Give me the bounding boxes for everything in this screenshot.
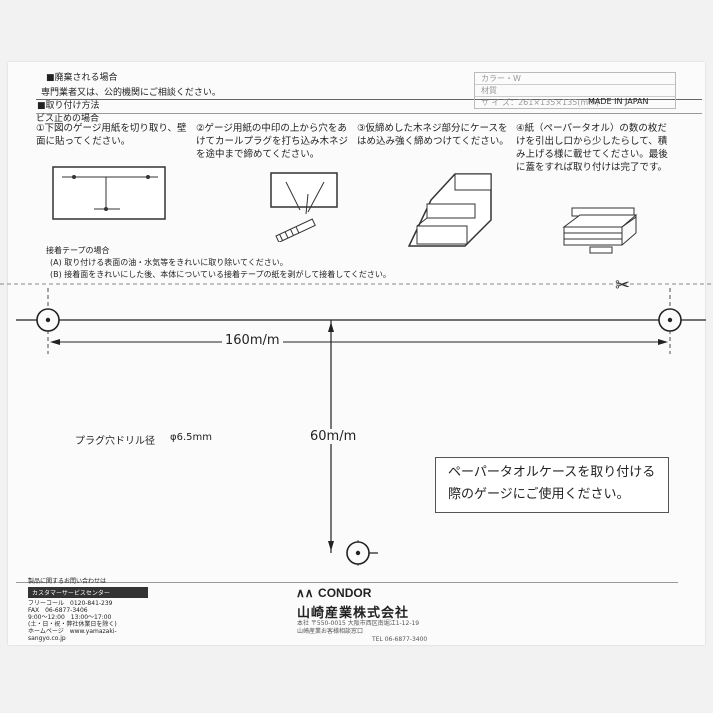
disposal-text: 専門業者又は、公的機関にご相談ください。: [41, 88, 221, 98]
company-consultation: 山崎産業お客様相談窓口: [297, 628, 364, 635]
logo-mark-icon: ∧∧: [296, 586, 314, 600]
spec-row: カラー・W: [475, 73, 675, 85]
company-name: 山崎産業株式会社: [297, 606, 410, 621]
vertical-dimension-label: 60m/m: [307, 429, 360, 444]
disposal-heading: ■廃棄される場合: [46, 73, 118, 83]
spec-row: 材質: [475, 85, 675, 97]
fax-number: FAX 06-6877-3406: [28, 607, 88, 614]
free-dial: フリーコール 0120-841-239: [28, 600, 113, 607]
step-1: ①下図のゲージ用紙を切り取り、壁面に貼ってください。: [36, 123, 187, 147]
drill-diameter-label: プラグ穴ドリル径: [75, 436, 155, 447]
header-divider: [36, 99, 702, 100]
service-hours: 9:00～12:00 13:00～17:00: [28, 614, 112, 621]
paper-towel-illustration: [562, 207, 638, 254]
tape-heading: 接着テープの場合: [46, 246, 110, 255]
drill-diameter-value: φ6.5mm: [170, 432, 212, 443]
tape-step-a: (A) 取り付ける表面の油・水気等をきれいに取り除いてください。: [50, 258, 288, 267]
scissors-icon: ✂: [615, 275, 631, 296]
footer-divider: [16, 582, 678, 583]
tape-step-b: (B) 接着面をきれいにした後、本体についている接着テープの紙を剥がして接着して…: [50, 270, 391, 279]
drill-plug-illustration: [270, 172, 338, 242]
company-tel: TEL 06-6877-3400: [372, 636, 428, 643]
spec-table: カラー・W 材質 サ イ ズ：261×135×135(mm): [474, 72, 676, 109]
screw-heading: ビス止めの場合: [36, 114, 100, 124]
brand-logo: ∧∧ CONDOR: [296, 584, 371, 602]
customer-service-block: 製品に関するお問い合わせは カスタマーサービスセンター フリーコール 0120-…: [28, 578, 148, 642]
homepage-url: ホームページ www.yamazaki-sangyo.co.jp: [28, 628, 117, 642]
service-center-label: カスタマーサービスセンター: [28, 587, 148, 598]
gauge-paper-illustration: [52, 166, 166, 220]
spec-row: サ イ ズ：261×135×135(mm): [481, 98, 600, 107]
usage-notice: ペーパータオルケースを取り付ける際のゲージにご使用ください。: [435, 457, 669, 513]
step-4: ④紙（ペーパータオル）の数の枚だけを引出し口から少したらして、積み上げる様に載せ…: [516, 123, 668, 173]
case-mount-illustration: [407, 173, 492, 247]
step-3: ③仮締めした木ネジ部分にケースをはめ込み強く締めつけてください。: [357, 123, 509, 147]
horizontal-dimension-label: 160m/m: [222, 333, 283, 348]
section-divider: [36, 113, 702, 114]
install-heading: ■取り付け方法: [37, 101, 100, 111]
company-address: 本社 〒550-0015 大阪市西区南堀江1-12-19: [297, 620, 420, 627]
made-in-label: MADE IN JAPAN: [588, 97, 649, 106]
closed-days: (土・日・祝・弊社休業日を除く): [28, 621, 117, 628]
inquiry-label: 製品に関するお問い合わせは: [28, 578, 107, 585]
step-2: ②ゲージ用紙の中印の上から穴をあけてカールプラグを打ち込み木ネジを途中まで締めて…: [196, 123, 349, 160]
brand-name: CONDOR: [318, 586, 372, 600]
